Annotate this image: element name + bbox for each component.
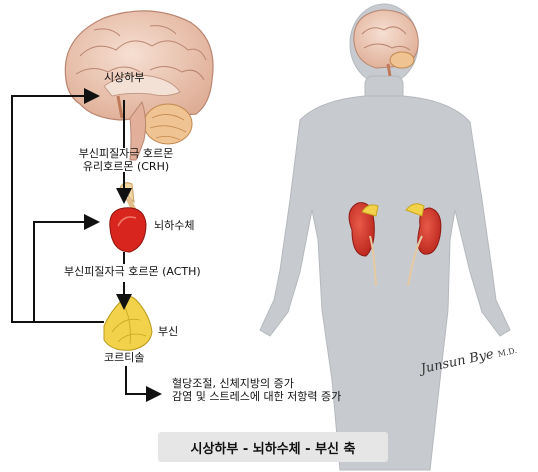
pituitary-label: 뇌하수체 bbox=[154, 219, 195, 232]
signature-suffix: M.D. bbox=[496, 345, 518, 359]
adrenal-illustration bbox=[103, 296, 153, 351]
crh-label-line1: 부신피질자극 호르몬 bbox=[78, 147, 174, 160]
arrow-cortisol-to-effects bbox=[125, 366, 162, 402]
effect-line-2: 감염 및 스트레스에 대한 저항력 증가 bbox=[172, 389, 342, 403]
pituitary-illustration bbox=[109, 182, 147, 253]
effects-label: 혈당조절, 신체지방의 증가 감염 및 스트레스에 대한 저항력 증가 bbox=[172, 377, 342, 403]
feedback-arrow-outer bbox=[11, 88, 104, 323]
crh-label-line2: 유리호르몬 (CRH) bbox=[82, 159, 170, 173]
acth-label: 부신피질자극 호르몬 (ACTH) bbox=[64, 265, 201, 278]
brain-illustration bbox=[64, 10, 214, 161]
effect-line-1: 혈당조절, 신체지방의 증가 bbox=[172, 377, 294, 390]
cortisol-label: 코르티솔 bbox=[104, 351, 145, 364]
figure-caption: 시상하부 - 뇌하수체 - 부신 축 bbox=[158, 432, 388, 462]
head-brain bbox=[353, 9, 419, 77]
adrenal-label: 부신 bbox=[158, 325, 179, 338]
body-kidney-left bbox=[348, 202, 379, 287]
feedback-arrow-inner bbox=[33, 214, 104, 323]
hypothalamus-label: 시상하부 bbox=[104, 71, 145, 84]
body-kidney-right bbox=[405, 203, 442, 287]
crh-label: 부신피질자극 호르몬 유리호르몬 (CRH) bbox=[58, 147, 194, 173]
